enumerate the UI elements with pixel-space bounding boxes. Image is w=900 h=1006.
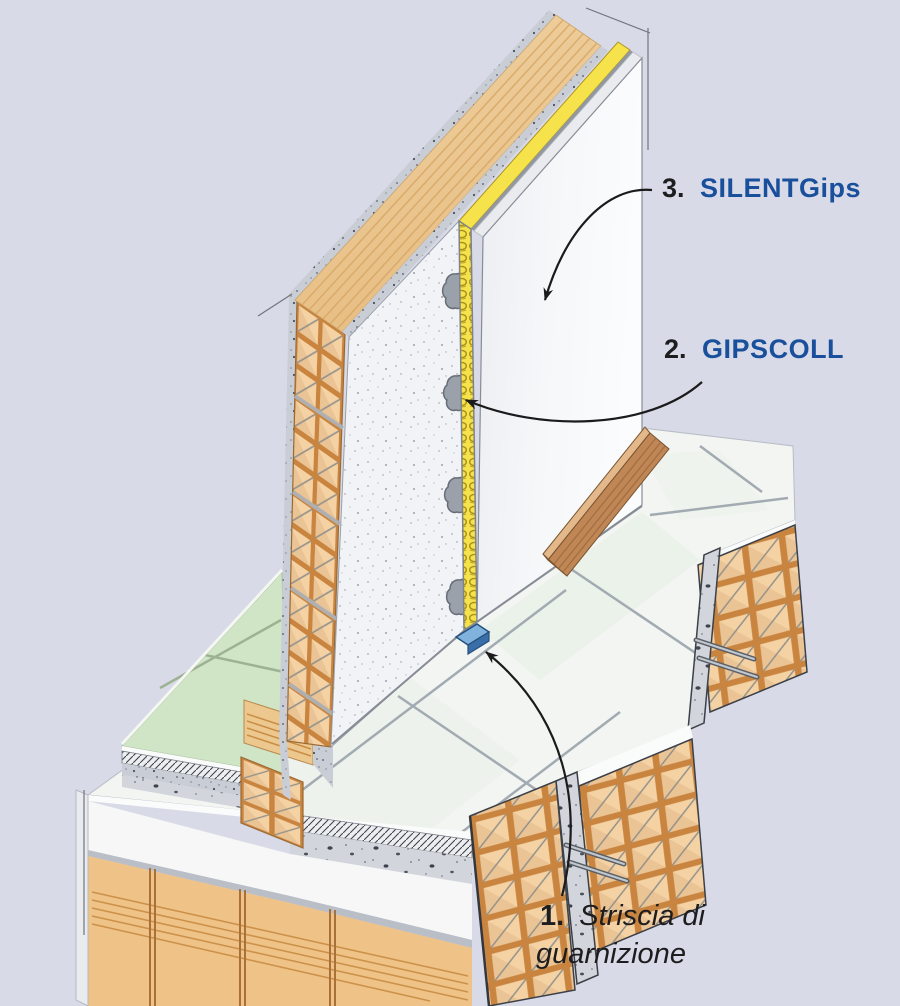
rebar-rods [563, 842, 630, 884]
wood-plank [542, 426, 670, 577]
wall-top-band [288, 10, 643, 337]
label-silentgips: 3. SILENTGips [662, 173, 861, 203]
label-gasket-number: 1. [540, 900, 564, 932]
label-silentgips-text: SILENTGips [700, 173, 861, 203]
mortar-lines [287, 394, 345, 718]
floor-slab-front-face [75, 789, 473, 1006]
label-gasket-line2-wrap: guarnizione [536, 938, 686, 970]
wall-assembly [279, 10, 643, 800]
label-gasket-line1: Striscia di [579, 900, 706, 932]
label-gasket-line2: guarnizione [536, 938, 686, 970]
arrow-gipscoll [465, 381, 703, 423]
arrow-gasket [485, 651, 572, 897]
clay-joints [149, 868, 336, 1006]
label-gasket: 1. Striscia di [540, 900, 707, 932]
rebar-rods [693, 637, 760, 680]
floor-slab-section-right [468, 520, 808, 1006]
tile-grout-lines [209, 444, 789, 833]
labels: 3. SILENTGips 2. GIPSCOLL 1. Striscia di… [536, 173, 861, 970]
arrow-silentgips [543, 188, 653, 301]
outer-plaster-strip [279, 296, 297, 741]
gips-panel [476, 56, 643, 624]
gasket-strip [454, 623, 491, 656]
label-gipscoll-text: GIPSCOLL [702, 334, 844, 364]
label-gipscoll: 2. GIPSCOLL [664, 334, 844, 364]
label-silentgips-number: 3. [662, 173, 685, 203]
label-gipscoll-number: 2. [664, 334, 687, 364]
annotation-arrows [465, 188, 703, 897]
extension-lines [83, 7, 651, 935]
